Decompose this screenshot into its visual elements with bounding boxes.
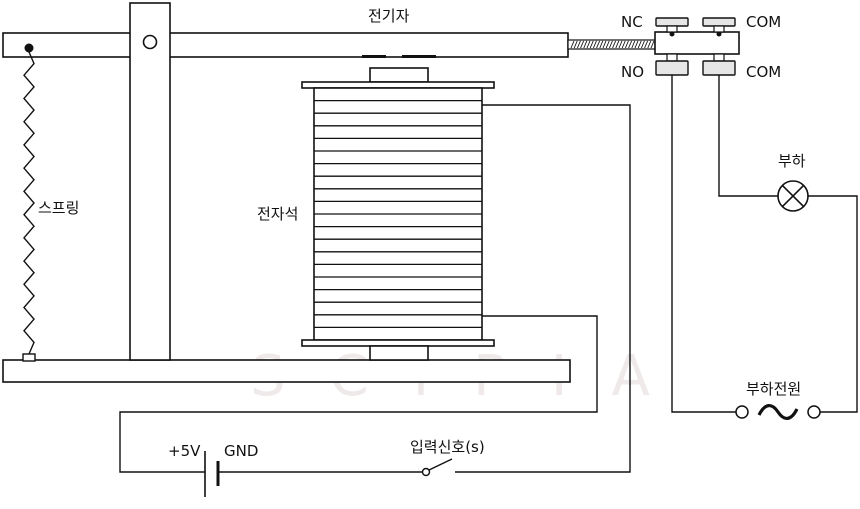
armature-bar (2, 32, 569, 58)
rod-thread-line (592, 40, 597, 49)
rod-thread-line (605, 40, 610, 49)
lamp-cross-b (781, 184, 805, 208)
rod-thread-line (637, 40, 642, 49)
spring-coil (23, 51, 35, 355)
moving-contact-block (654, 31, 740, 55)
label-load: 부하 (778, 152, 806, 170)
com-bottom-contact-stem (713, 53, 725, 62)
rod-thread-line (599, 40, 604, 49)
pivot-post (129, 2, 171, 361)
label-load-power: 부하전원 (746, 380, 801, 398)
spring-top-pin (24, 43, 34, 53)
rod-thread-line (621, 40, 626, 49)
rod-thread-line (573, 40, 578, 49)
rod-thread-line (628, 40, 633, 49)
moving-contact-dot-right (716, 31, 722, 37)
power-terminal-right (807, 405, 821, 419)
rod-thread-line (615, 40, 620, 49)
wire-coil-bottom-to-battery (119, 315, 598, 473)
label-plus5v: +5V (168, 442, 201, 460)
com-bottom-contact (702, 60, 736, 76)
nc-contact (655, 17, 689, 27)
wire-coil-top-to-switch (455, 104, 631, 473)
label-nc: NC (621, 13, 643, 31)
core-bottom (369, 345, 429, 361)
rod-thread-line (647, 40, 652, 49)
label-no: NO (621, 63, 644, 81)
wire-no-to-power (671, 75, 736, 413)
rod-thread-line (608, 40, 613, 49)
label-electromagnet: 전자석 (257, 205, 298, 223)
rod-thread-line (634, 40, 639, 49)
ac-source-icon (757, 404, 799, 420)
base-bar (2, 359, 571, 383)
rod-thread-line (631, 40, 636, 49)
wires (119, 75, 858, 473)
wire-com-to-load (718, 75, 778, 197)
rod-thread-line (624, 40, 629, 49)
rod-thread-line (596, 40, 601, 49)
label-com-top: COM (746, 13, 781, 31)
coil-windings (314, 99, 482, 329)
rod-thread-line (580, 40, 585, 49)
label-gnd: GND (224, 442, 258, 460)
rod-thread-line (618, 40, 623, 49)
pivot-hole (142, 34, 158, 50)
com-top-contact-stem (713, 25, 725, 33)
power-terminal-left (735, 405, 749, 419)
rod-thread-line (612, 40, 617, 49)
rod-thread-line (602, 40, 607, 49)
rod-thread-line (586, 40, 591, 49)
label-spring: 스프링 (38, 199, 79, 217)
switch-blade (428, 458, 453, 471)
rod-thread-line (583, 40, 588, 49)
nc-contact-stem (666, 25, 678, 33)
rod-thread-line (570, 40, 575, 49)
armature-contact-pad-left (362, 55, 386, 58)
rod-thread-line (644, 40, 649, 49)
linkage-rod-thread (570, 40, 655, 49)
label-com-bottom: COM (746, 63, 781, 81)
no-contact-stem (666, 53, 678, 62)
no-contact (655, 60, 689, 76)
com-top-contact (702, 17, 736, 27)
rod-thread-line (576, 40, 581, 49)
moving-contact-dot-left (669, 31, 675, 37)
rod-thread-line (640, 40, 645, 49)
armature-contact-pad-right (402, 55, 436, 58)
spring-mount (22, 353, 36, 362)
coil-bottom-flange (301, 339, 495, 347)
label-armature: 전기자 (368, 7, 410, 25)
core-top (369, 67, 429, 83)
label-input-signal: 입력신호(s) (410, 438, 485, 456)
rod-thread-line (589, 40, 594, 49)
wire-load-to-power (808, 195, 858, 413)
rod-thread-line (650, 40, 655, 49)
switch-terminal-left (421, 467, 431, 477)
coil-top-flange (301, 81, 495, 89)
